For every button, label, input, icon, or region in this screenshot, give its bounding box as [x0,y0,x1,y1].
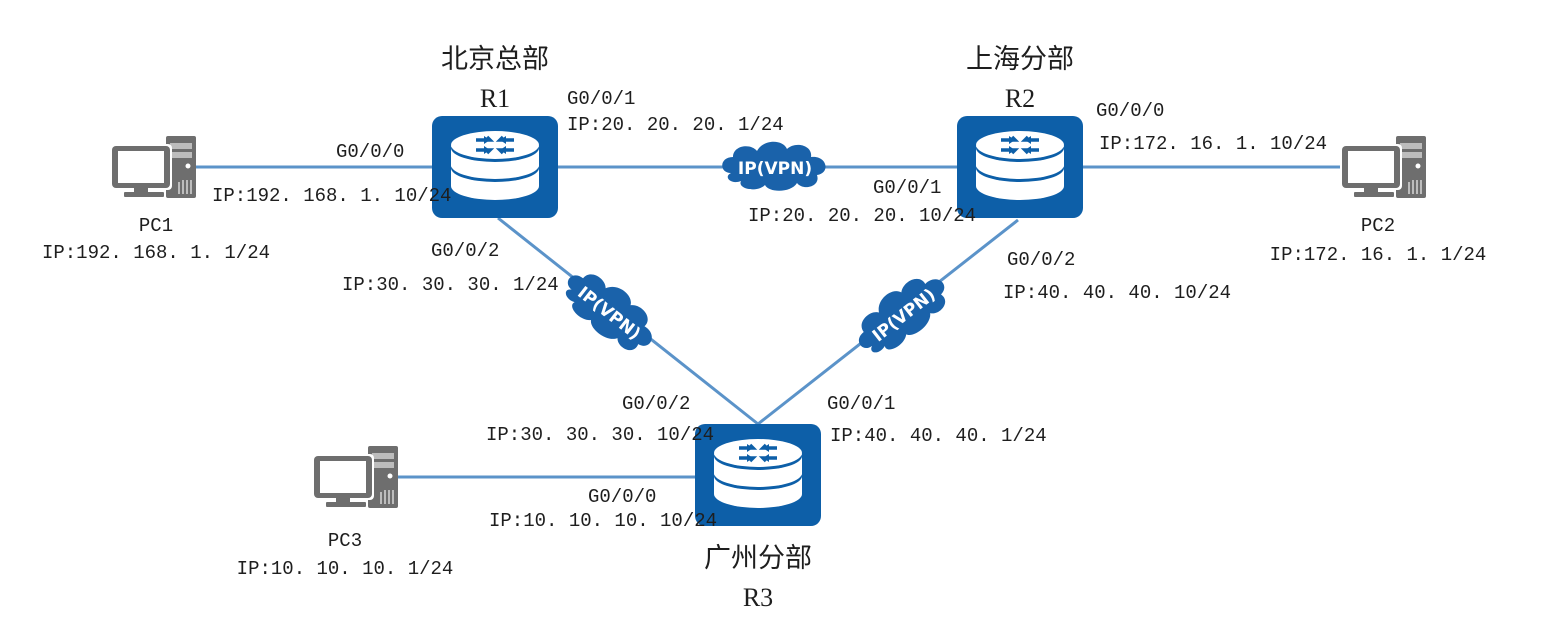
pc-name-pc2: PC2 [1360,215,1396,237]
pc-ip-pc3: IP:10. 10. 10. 1/24 [236,558,454,580]
r3-g001-port: G0/0/1 [827,393,896,415]
router-icon [955,114,1085,220]
router-name-r3: R3 [742,583,774,612]
r1-g002-port: G0/0/2 [431,240,500,262]
router-name-r2: R2 [1004,84,1036,113]
cloud-label: IP(VPN) [738,159,812,179]
pc-name-pc1: PC1 [138,215,174,237]
r3-g002-ip: IP:30. 30. 30. 10/24 [486,424,715,446]
vpn-cloud-r1-r2: IP(VPN) [722,141,826,191]
r2-g001-port: G0/0/1 [873,177,942,199]
r3-g000-ip: IP:10. 10. 10. 10/24 [489,510,718,532]
r2-g002-ip: IP:40. 40. 40. 10/24 [1003,282,1232,304]
r2-g002-port: G0/0/2 [1007,249,1076,271]
router-r2[interactable] [955,114,1085,220]
r1-g001-port: G0/0/1 [567,88,636,110]
vpn-cloud-r2-r3: IP(VPN) [845,262,958,366]
r2-g001-ip: IP:20. 20. 20. 10/24 [748,205,977,227]
site-label-r2: 上海分部 [966,44,1074,75]
r3-g000-port: G0/0/0 [588,486,657,508]
r1-g002-ip: IP:30. 30. 30. 1/24 [342,274,559,296]
site-label-r3: 广州分部 [704,543,812,574]
pc-pc3[interactable] [312,446,398,508]
pc-name-pc3: PC3 [327,530,363,552]
r1-g001-ip: IP:20. 20. 20. 1/24 [567,114,784,136]
r3-g002-port: G0/0/2 [622,393,691,415]
pc-ip-pc1: IP:192. 168. 1. 1/24 [41,242,271,264]
pc-icon [1340,136,1426,198]
pc-icon [312,446,398,508]
router-name-r1: R1 [479,84,511,113]
pc-pc2[interactable] [1340,136,1426,198]
pc-icon [110,136,196,198]
r2-g000-port: G0/0/0 [1096,100,1165,122]
r3-g001-ip: IP:40. 40. 40. 1/24 [830,425,1047,447]
r1-g000-port: G0/0/0 [336,141,405,163]
pc-pc1[interactable] [110,136,196,198]
r1-g000-ip: IP:192. 168. 1. 10/24 [212,185,452,207]
r2-g000-ip: IP:172. 16. 1. 10/24 [1099,133,1328,155]
pc-ip-pc2: IP:172. 16. 1. 1/24 [1269,244,1487,266]
site-label-r1: 北京总部 [441,44,549,75]
